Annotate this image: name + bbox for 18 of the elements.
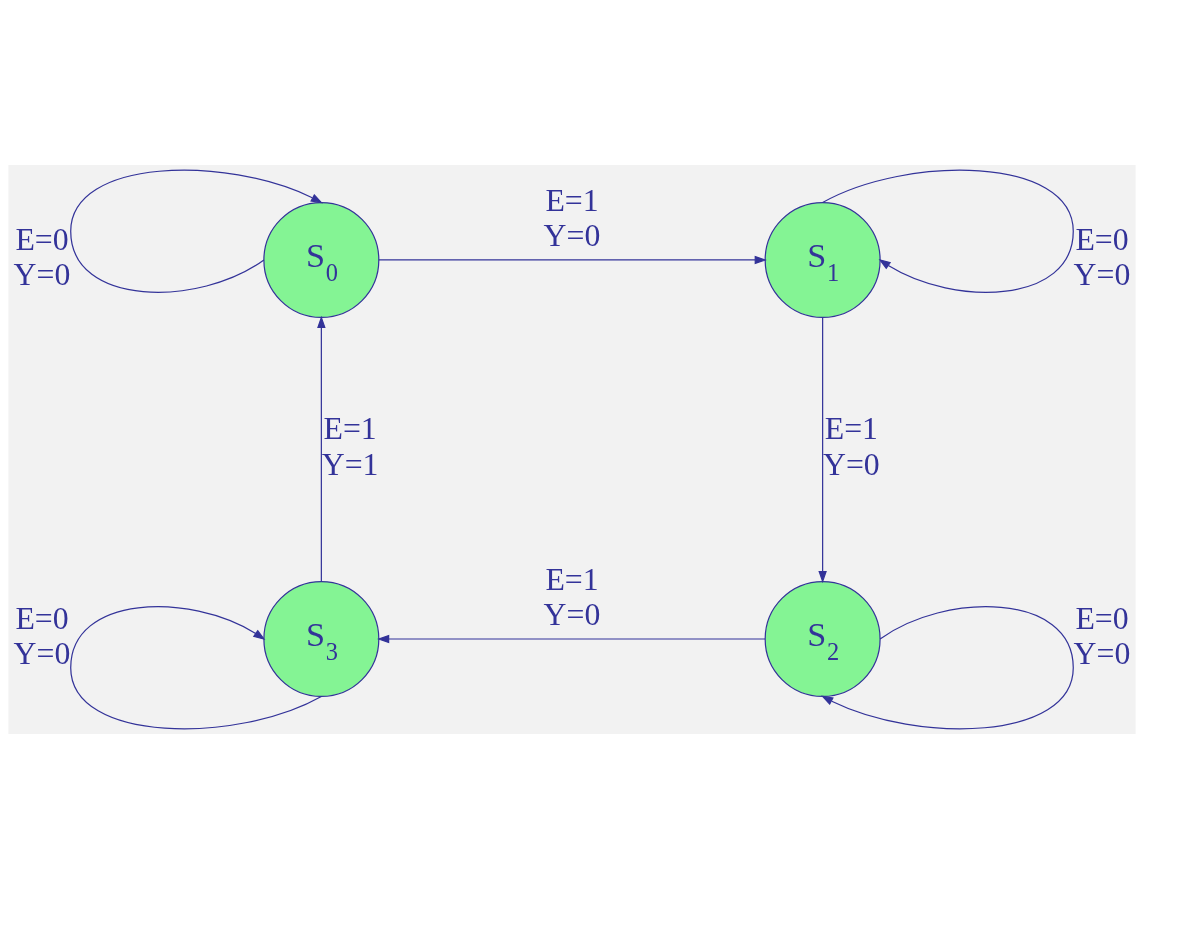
arrow — [818, 316, 827, 583]
arrow — [821, 605, 1074, 729]
edge-label: E=0 Y=0 — [13, 221, 71, 292]
edge-label: E=1 Y=1 — [321, 410, 379, 482]
node-circle: S$_{2}$ — [764, 580, 881, 697]
edge-label: E=1 Y=0 — [543, 561, 601, 632]
edge-label: E=1 Y=0 — [822, 410, 880, 482]
node-circle: S$_{0}$ — [263, 201, 380, 318]
edge-label: E=0 Y=0 — [1073, 221, 1131, 292]
edge-label: E=0 Y=0 — [13, 600, 71, 671]
arrow — [70, 169, 323, 293]
arrow — [377, 634, 766, 643]
node-circle: S$_{3}$ — [263, 580, 380, 697]
edge-label: E=1 Y=0 — [543, 182, 601, 253]
arrow — [378, 255, 767, 264]
node-circle: S$_{1}$ — [764, 201, 881, 318]
edge-label: E=0 Y=0 — [1073, 600, 1131, 671]
arrow — [317, 315, 326, 582]
